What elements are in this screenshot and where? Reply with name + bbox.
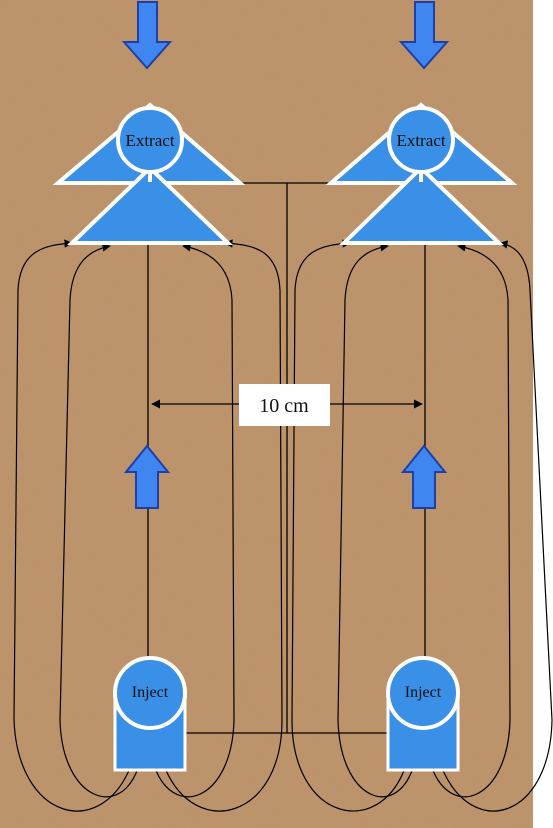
- right-inject-well: Inject: [386, 656, 460, 772]
- right-extract-label: Extract: [396, 131, 445, 150]
- right-flow-lines: [291, 239, 553, 812]
- right-inflow-arrow: [398, 1, 450, 70]
- right-inject-label: Inject: [405, 684, 442, 701]
- flow-line: [431, 243, 511, 798]
- right-margin: [533, 0, 553, 828]
- flow-line: [13, 239, 131, 812]
- left-upflow-arrow: [123, 444, 171, 509]
- flow-line: [154, 243, 235, 798]
- left-inject-well: Inject: [113, 656, 187, 772]
- left-flow-lines: [13, 239, 283, 812]
- inject-port-circle: [113, 656, 187, 730]
- right-extract-well: Extract: [325, 102, 518, 245]
- spacing-label-box: [239, 384, 330, 426]
- left-extract-well: Extract: [52, 102, 246, 245]
- flow-line: [441, 240, 553, 812]
- left-extract-label: Extract: [125, 131, 174, 150]
- spacing-label: 10 cm: [259, 395, 309, 417]
- flow-line: [337, 243, 414, 798]
- flow-line: [164, 239, 283, 812]
- left-inflow-arrow: [121, 1, 173, 70]
- flow-line: [291, 239, 406, 812]
- inject-port-circle: [386, 656, 460, 730]
- left-inject-label: Inject: [132, 684, 169, 701]
- right-upflow-arrow: [400, 444, 448, 509]
- flow-line: [59, 243, 139, 798]
- extract-lower-triangle: [339, 165, 504, 245]
- extract-lower-triangle: [67, 165, 233, 245]
